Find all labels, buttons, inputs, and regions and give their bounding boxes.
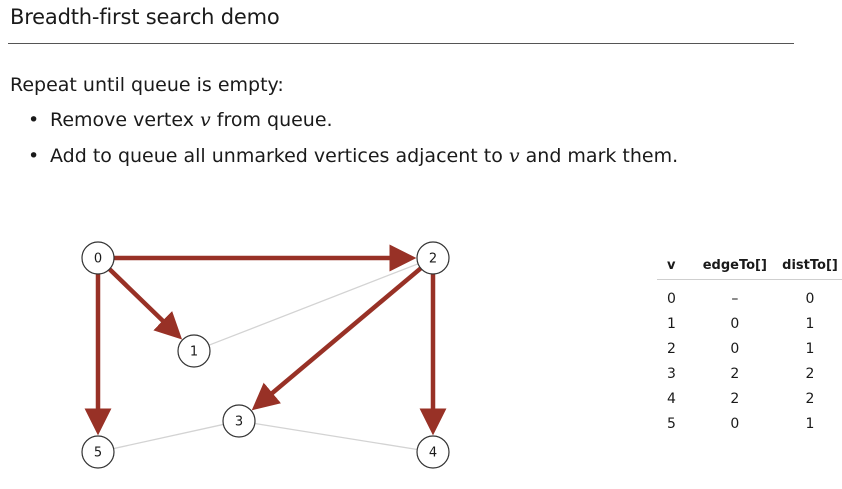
vertex-label: 0 <box>94 252 102 267</box>
graph-edge-3-5 <box>113 423 224 450</box>
vertex-label: 5 <box>94 446 102 461</box>
header-edgeto: edgeTo[] <box>691 258 779 280</box>
table-row: 3 2 2 <box>667 365 815 382</box>
vertex-4: 4 <box>416 435 450 469</box>
step-add-neighbors: Add to queue all unmarked vertices adjac… <box>28 144 678 180</box>
slide-title: Breadth-first search demo <box>10 5 280 29</box>
vertex-label: 4 <box>429 446 437 461</box>
vertex-variable: v <box>508 145 520 167</box>
title-divider <box>8 43 794 44</box>
vertex-circle <box>177 334 211 368</box>
header-distto: distTo[] <box>778 258 842 280</box>
table-header-row: v edgeTo[] distTo[] <box>657 258 842 280</box>
tree-edge-2-3 <box>251 266 423 411</box>
table-row: 4 2 2 <box>667 390 815 407</box>
vertex-label: 2 <box>429 252 437 267</box>
step-remove-vertex: Remove vertex v from queue. <box>28 108 678 144</box>
tree-edge-0-1 <box>107 267 183 340</box>
table-row: 2 0 1 <box>667 340 815 357</box>
vertex-circle <box>81 241 115 275</box>
vertex-circle <box>222 404 256 438</box>
bfs-table: v edgeTo[] distTo[] 0 – 0 1 0 1 2 0 1 <box>657 258 842 436</box>
header-v: v <box>657 258 692 280</box>
vertex-circle <box>416 435 450 469</box>
vertex-0: 0 <box>81 241 115 275</box>
table-row: 1 0 1 <box>667 315 815 332</box>
vertex-1: 1 <box>177 334 211 368</box>
table-row: 5 0 1 <box>667 415 815 432</box>
vertex-circle <box>81 435 115 469</box>
vertex-circle <box>416 241 450 275</box>
graph-edge-1-2 <box>208 263 419 346</box>
vertex-3: 3 <box>222 404 256 438</box>
graph-edge-3-4 <box>254 422 418 451</box>
vertex-2: 2 <box>416 241 450 275</box>
vertex-label: 3 <box>235 415 243 430</box>
intro-text: Repeat until queue is empty: <box>10 74 284 96</box>
vertex-label: 1 <box>190 345 198 360</box>
table-row: 0 – 0 <box>667 290 815 307</box>
vertex-variable: v <box>199 109 211 131</box>
vertex-5: 5 <box>81 435 115 469</box>
step-list: Remove vertex v from queue. Add to queue… <box>28 108 678 180</box>
